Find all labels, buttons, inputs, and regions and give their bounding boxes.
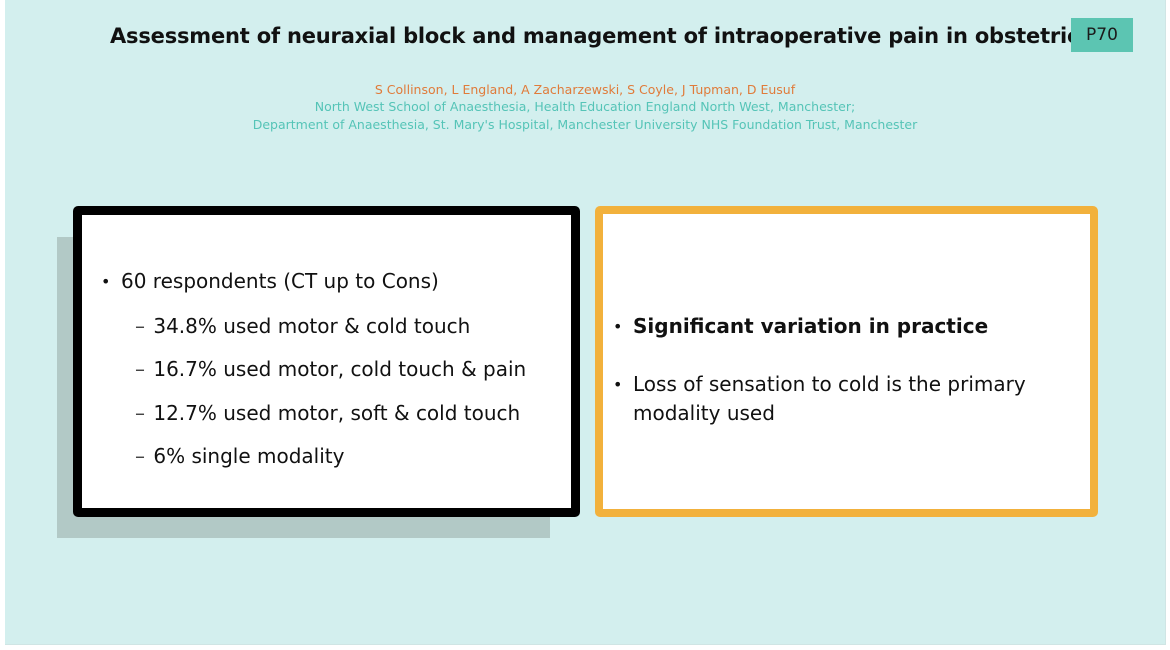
conclusion-bullet: • Loss of sensation to cold is the prima…	[613, 370, 1053, 428]
poster-slide: Assessment of neuraxial block and manage…	[5, 0, 1166, 645]
result-sub-item-text: 34.8% used motor & cold touch	[153, 314, 471, 338]
dash-marker: –	[135, 444, 145, 468]
affiliation-line-2: Department of Anaesthesia, St. Mary's Ho…	[252, 117, 918, 132]
results-box: • 60 respondents (CT up to Cons) – 34.8%…	[73, 206, 580, 517]
conclusion-bullet: • Significant variation in practice	[613, 312, 1053, 341]
poster-id-badge: P70	[1071, 18, 1133, 52]
result-sub-item-text: 12.7% used motor, soft & cold touch	[153, 401, 521, 425]
poster-title: Assessment of neuraxial block and manage…	[110, 24, 1092, 48]
bullet-dot-icon: •	[613, 317, 623, 336]
affiliation-line-1: North West School of Anaesthesia, Health…	[314, 99, 856, 114]
result-sub-item: – 16.7% used motor, cold touch & pain	[135, 355, 526, 384]
dash-marker: –	[135, 401, 145, 425]
author-list: S Collinson, L England, A Zacharzewski, …	[374, 82, 796, 97]
respondents-text: 60 respondents (CT up to Cons)	[121, 269, 439, 293]
conclusions-box: • Significant variation in practice • Lo…	[595, 206, 1098, 517]
respondents-bullet: • 60 respondents (CT up to Cons)	[101, 267, 439, 296]
bullet-dot-icon: •	[101, 272, 111, 291]
dash-marker: –	[135, 357, 145, 381]
bullet-dot-icon: •	[613, 375, 623, 394]
result-sub-item: – 34.8% used motor & cold touch	[135, 312, 470, 341]
conclusion-text: Significant variation in practice	[633, 314, 989, 338]
conclusion-text: Loss of sensation to cold is the primary…	[633, 372, 1026, 425]
dash-marker: –	[135, 314, 145, 338]
result-sub-item-text: 16.7% used motor, cold touch & pain	[153, 357, 527, 381]
result-sub-item: – 12.7% used motor, soft & cold touch	[135, 399, 520, 428]
result-sub-item: – 6% single modality	[135, 442, 344, 471]
result-sub-item-text: 6% single modality	[153, 444, 345, 468]
